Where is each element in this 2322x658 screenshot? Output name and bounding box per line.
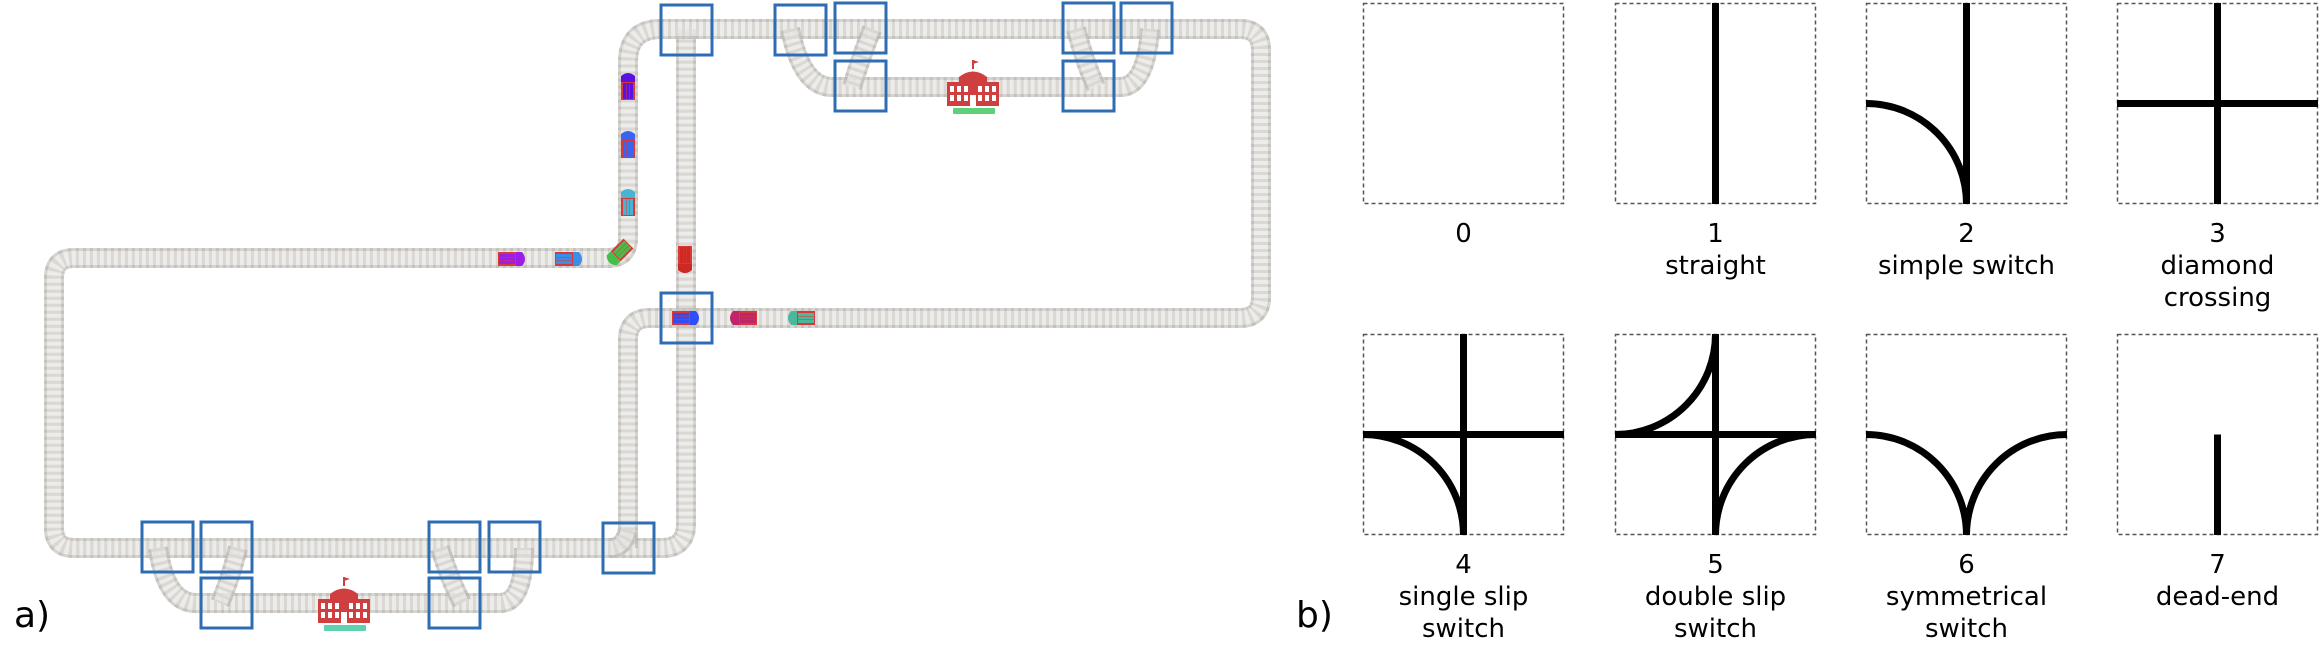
track-glyph xyxy=(1963,431,2068,536)
panel-label-b: b) xyxy=(1296,595,1333,636)
tile-border xyxy=(1362,2,1565,205)
switch-box xyxy=(487,520,542,574)
tile-id: 0 xyxy=(1455,219,1472,249)
tile-symmetrical-switch xyxy=(1865,333,2068,536)
tile-diamond-crossing xyxy=(2116,2,2319,205)
switch-box xyxy=(773,3,828,57)
tile-simple-switch xyxy=(1865,2,2068,205)
track-top-left-curve xyxy=(44,19,696,558)
tile-name-line: diamond xyxy=(2160,251,2275,281)
train-violet xyxy=(621,73,635,100)
tile-name-line: switch xyxy=(1421,614,1505,644)
switch-box xyxy=(1061,59,1116,113)
tile-name-line: double slip xyxy=(1644,582,1787,612)
switch-box xyxy=(659,291,714,345)
tile-border xyxy=(1865,333,2068,536)
train-light-blue xyxy=(621,189,635,216)
tile-id: 4 xyxy=(1455,550,1472,580)
track-glyph xyxy=(1865,431,1970,536)
train-blue xyxy=(621,131,635,158)
switch-box xyxy=(427,576,482,630)
tile-straight xyxy=(1614,2,1817,205)
switch-box xyxy=(140,520,195,574)
switch-box xyxy=(1061,1,1116,55)
tile-name-line: crossing xyxy=(2163,283,2272,313)
train-red xyxy=(678,246,692,273)
rail-network xyxy=(44,1,1271,631)
tile-id: 6 xyxy=(1958,550,1975,580)
train-crimson xyxy=(730,311,757,325)
station-bottom xyxy=(318,577,370,631)
tile-id: 2 xyxy=(1958,219,1975,249)
trains xyxy=(498,73,815,325)
tile-dead-end xyxy=(2116,333,2319,536)
switch-box xyxy=(199,520,254,574)
tile-name-line: switch xyxy=(1924,614,2008,644)
track-top-main xyxy=(661,19,1271,328)
track-top-siding xyxy=(780,26,1160,97)
tile-name-line: single slip xyxy=(1398,582,1529,612)
train-sky-blue xyxy=(555,252,582,266)
track-bottom-right-switch xyxy=(609,527,638,558)
track-glyph xyxy=(1865,100,1970,205)
tile-empty xyxy=(1362,2,1565,205)
tile-id: 1 xyxy=(1707,219,1724,249)
tile-caption-0: 0 xyxy=(1338,218,1590,250)
switch-highlight-boxes xyxy=(140,1,1174,630)
tile-name-line: symmetrical xyxy=(1885,582,2048,612)
switch-box xyxy=(833,1,888,55)
tile-name-line: simple switch xyxy=(1877,251,2056,281)
switch-box xyxy=(427,520,482,574)
tile-id: 5 xyxy=(1707,550,1724,580)
switch-box xyxy=(833,59,888,113)
train-green xyxy=(606,238,634,266)
switch-box xyxy=(659,3,714,57)
train-purple xyxy=(498,252,525,266)
track-glyph xyxy=(1362,431,1467,536)
tile-name-line: straight xyxy=(1665,251,1766,281)
track-top-crossover-right xyxy=(1066,26,1106,92)
train-royal-blue xyxy=(672,311,699,325)
tile-id: 7 xyxy=(2209,550,2226,580)
tile-name-line: switch xyxy=(1673,614,1757,644)
tile-single-slip-switch xyxy=(1362,333,1565,536)
tile-legend xyxy=(1362,2,2319,536)
track-glyph xyxy=(1614,333,1719,438)
panel-label-a: a) xyxy=(14,595,51,636)
tile-double-slip-switch xyxy=(1614,333,1817,536)
track-top-crossover-left xyxy=(842,25,882,90)
tile-id: 3 xyxy=(2209,219,2226,249)
track-glyph xyxy=(1712,431,1817,536)
stations xyxy=(318,60,999,631)
station-top xyxy=(947,60,999,114)
train-teal xyxy=(788,311,815,325)
tracks xyxy=(44,19,1271,613)
track-middle-link xyxy=(618,308,686,548)
switch-box xyxy=(199,576,254,630)
switch-box xyxy=(601,521,656,575)
tile-name-line: dead-end xyxy=(2155,582,2280,612)
switch-box xyxy=(1119,1,1174,55)
